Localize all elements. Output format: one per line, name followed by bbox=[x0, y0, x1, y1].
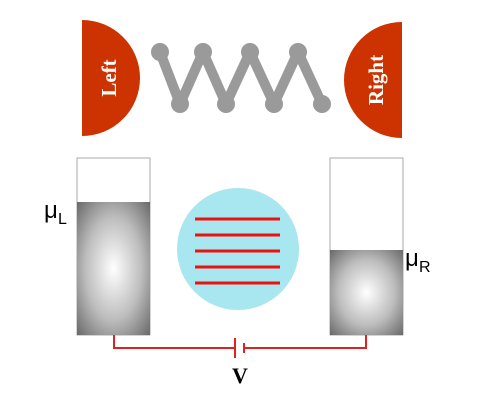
right-reservoir-fill bbox=[330, 250, 403, 335]
right-wire bbox=[244, 335, 367, 349]
right-electrode-label: Right bbox=[364, 55, 388, 105]
atom bbox=[151, 43, 169, 61]
right-reservoir bbox=[329, 157, 404, 336]
atom bbox=[217, 95, 235, 113]
right-electrode: Right bbox=[344, 22, 402, 138]
left-reservoir bbox=[76, 157, 151, 336]
energy-level-disc bbox=[177, 188, 299, 310]
mu-right-subscript: R bbox=[419, 259, 431, 276]
atom bbox=[241, 43, 259, 61]
left-electrode-shape bbox=[82, 20, 140, 136]
left-wire bbox=[113, 335, 235, 349]
bias-voltage-label: V bbox=[232, 363, 248, 388]
atom bbox=[194, 43, 212, 61]
energy-levels bbox=[177, 188, 299, 310]
right-electrode-shape bbox=[344, 22, 402, 138]
atom bbox=[289, 43, 307, 61]
left-electrode: Left bbox=[82, 20, 140, 136]
bias-circuit bbox=[113, 335, 367, 358]
molecule-bonds bbox=[155, 47, 327, 109]
mu-right-symbol: μ bbox=[405, 245, 419, 272]
left-reservoir-fill bbox=[77, 202, 150, 335]
left-electrode-label: Left bbox=[97, 59, 121, 96]
mu-left-label: μ L bbox=[44, 197, 67, 228]
mu-left-subscript: L bbox=[58, 211, 67, 228]
atom bbox=[171, 95, 189, 113]
atom bbox=[265, 95, 283, 113]
atom bbox=[313, 95, 331, 113]
mu-right-label: μ R bbox=[405, 245, 431, 276]
mu-left-symbol: μ bbox=[44, 197, 58, 224]
molecule-chain bbox=[155, 47, 327, 109]
molecule-atoms bbox=[151, 43, 331, 113]
